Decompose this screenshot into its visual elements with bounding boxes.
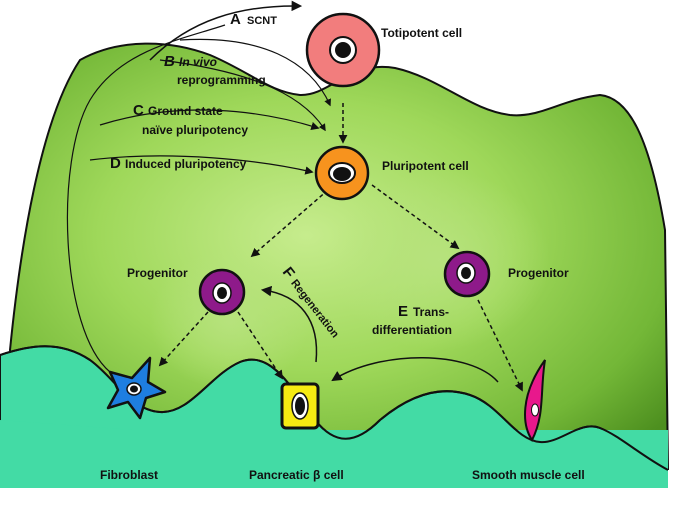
route-b-text-2: reprogramming	[177, 73, 266, 87]
pluri-to-progenitor-left-arrow	[250, 189, 329, 258]
pluri-to-progenitor-right-arrow	[371, 184, 460, 250]
smooth-muscle-label: Smooth muscle cell	[472, 468, 585, 482]
route-c-letter: C	[133, 102, 144, 119]
regeneration-arrow	[260, 285, 318, 363]
valley-highlight-left	[150, 250, 310, 390]
route-e-label: E Trans- differentiation	[372, 303, 452, 337]
route-e-text-2: differentiation	[372, 323, 452, 337]
route-c-text-2: naïve pluripotency	[142, 123, 248, 137]
progenitor-to-pancreatic-arrow	[237, 311, 283, 380]
route-b-arrow	[159, 59, 326, 132]
smooth-muscle-cell	[524, 359, 546, 442]
pancreatic-label: Pancreatic β cell	[249, 468, 344, 482]
route-a-label: A SCNT	[230, 11, 277, 28]
totipotent-label: Totipotent cell	[381, 26, 462, 40]
progenitor-to-smooth-muscle-arrow	[477, 299, 523, 392]
route-a-curve-down	[179, 38, 331, 107]
pluripotent-cell	[314, 145, 370, 201]
route-a-arrow	[149, 0, 303, 61]
route-d-text: Induced pluripotency	[125, 157, 247, 171]
progenitor-to-fibroblast-arrow	[158, 311, 209, 367]
route-e-letter: E	[398, 303, 408, 320]
progenitor-cell-left	[198, 268, 246, 316]
route-d-arrow	[89, 155, 314, 175]
route-c-text-1: Ground state	[148, 104, 223, 118]
route-c-arrow	[99, 109, 320, 131]
progenitor-right-label: Progenitor	[508, 266, 569, 280]
route-d-letter: D	[110, 155, 121, 172]
route-d-label: D Induced pluripotency	[110, 155, 247, 172]
fibroblast-cell	[106, 356, 167, 420]
route-e-text-1: Trans-	[413, 305, 449, 319]
progenitor-left-label: Progenitor	[127, 266, 188, 280]
route-a-letter: A	[230, 11, 241, 28]
fibroblast-to-totipotent-line	[66, 24, 226, 373]
fibroblast-label: Fibroblast	[100, 468, 158, 482]
transdifferentiation-arrow	[331, 357, 499, 383]
pancreatic-beta-cell	[280, 382, 320, 430]
route-b-label: B In vivo reprogramming	[164, 53, 266, 87]
valley-highlight-right	[330, 170, 550, 350]
route-b-letter: B	[164, 53, 175, 70]
progenitor-cell-right	[443, 250, 491, 298]
route-a-text: SCNT	[247, 15, 277, 27]
pluripotent-label: Pluripotent cell	[382, 159, 469, 173]
route-c-label: C Ground state naïve pluripotency	[133, 102, 248, 137]
route-b-text-1: In vivo	[179, 55, 217, 69]
totipotent-cell	[305, 12, 381, 88]
